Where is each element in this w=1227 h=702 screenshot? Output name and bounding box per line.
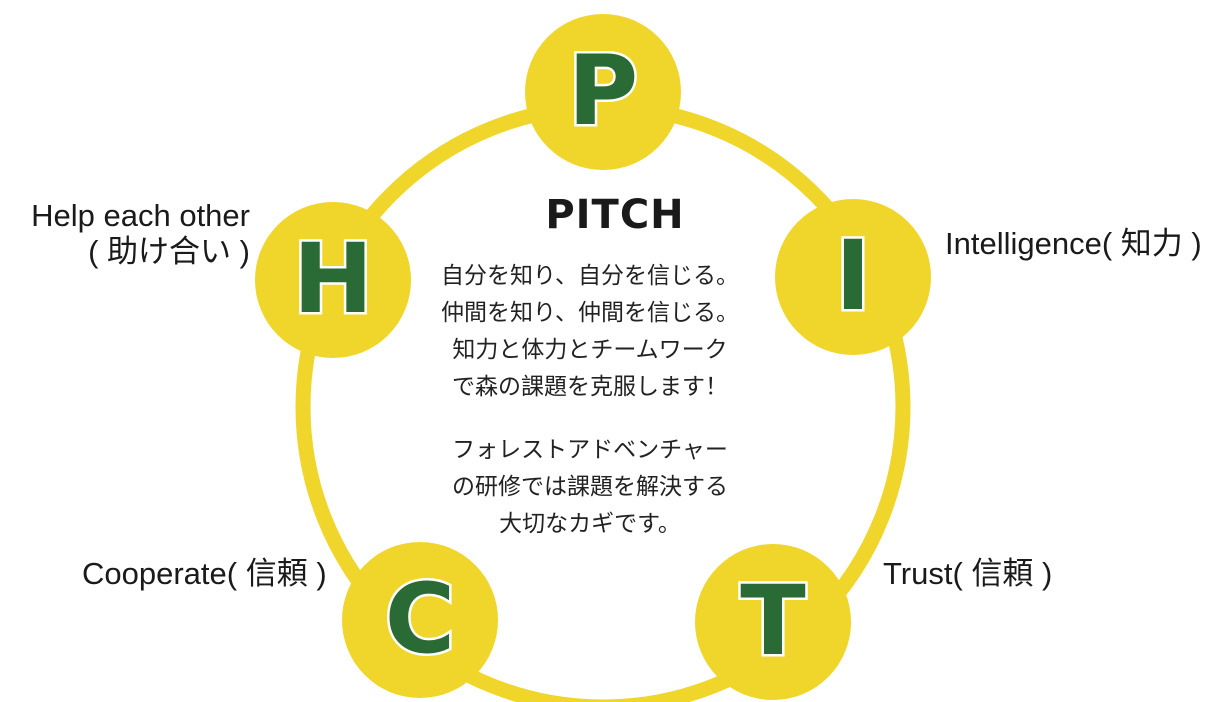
node-c-letter: C	[385, 563, 455, 675]
paragraph-gap	[420, 406, 760, 432]
description-line: 自分を知り、自分を信じる。	[440, 263, 740, 289]
node-p: P	[525, 14, 681, 170]
node-p-letter: P	[568, 35, 638, 147]
node-t-letter: T	[740, 565, 805, 677]
node-c: C	[342, 542, 498, 698]
description-line: 大切なカギです。	[499, 511, 681, 537]
center-title: PITCH	[545, 192, 685, 238]
center-description: 自分を知り、自分を信じる。 仲間を知り、仲間を信じる。 知力と体力とチームワーク…	[420, 258, 760, 543]
node-i-circle	[775, 199, 931, 355]
label-help-each-other: Help each other ( 助け合い )	[10, 198, 250, 270]
description-line: の研修では課題を解決する	[452, 474, 728, 500]
label-trust: Trust( 信頼 )	[883, 556, 1053, 591]
description-line: で森の課題を克服します！	[452, 374, 728, 400]
description-line: 知力と体力とチームワーク	[452, 337, 728, 363]
node-i: I	[775, 199, 931, 355]
description-line: 仲間を知り、仲間を信じる。	[440, 300, 740, 326]
node-c-circle	[342, 542, 498, 698]
node-t-circle	[695, 544, 851, 700]
label-help-line1: Help each other	[31, 198, 250, 233]
node-h: H	[255, 202, 411, 358]
node-h-circle	[255, 202, 411, 358]
node-i-letter: I	[835, 220, 871, 332]
description-line: フォレストアドベンチャー	[452, 437, 728, 463]
label-cooperate: Cooperate( 信頼 )	[82, 556, 327, 591]
node-t: T	[695, 544, 851, 700]
label-intelligence: Intelligence( 知力 )	[945, 226, 1202, 261]
node-p-circle	[525, 14, 681, 170]
label-help-line2: ( 助け合い )	[88, 234, 250, 269]
node-h-letter: H	[293, 223, 373, 335]
